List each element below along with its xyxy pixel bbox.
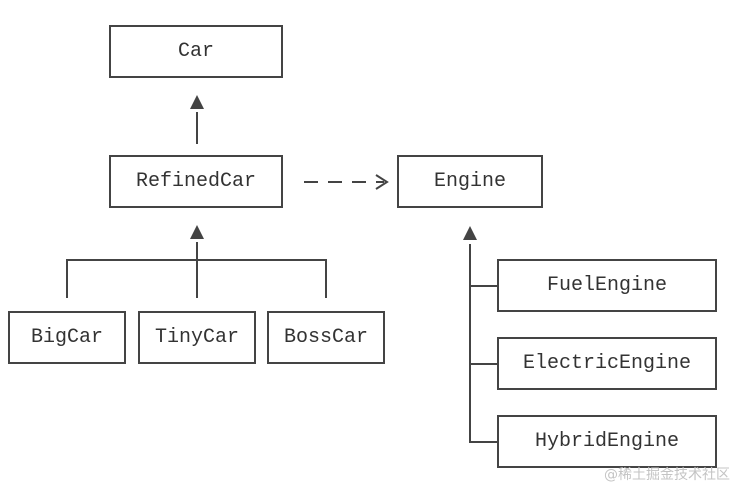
dependency-arrowhead [375,174,389,190]
bigcar-class-box: BigCar [8,311,126,364]
fuelengine-class-box: FuelEngine [497,259,717,312]
bosscar-class-box: BossCar [267,311,385,364]
car-arrowhead [190,95,204,109]
refinedcar-class-box: RefinedCar [109,155,283,208]
hybridengine-class-box: HybridEngine [497,415,717,468]
engine-arrowhead [463,226,477,240]
car-class-box: Car [109,25,283,78]
refinedcar-arrowhead [190,225,204,239]
watermark-text: @稀土掘金技术社区 [604,467,730,483]
electricengine-class-box: ElectricEngine [497,337,717,390]
engine-class-box: Engine [397,155,543,208]
tinycar-class-box: TinyCar [138,311,256,364]
